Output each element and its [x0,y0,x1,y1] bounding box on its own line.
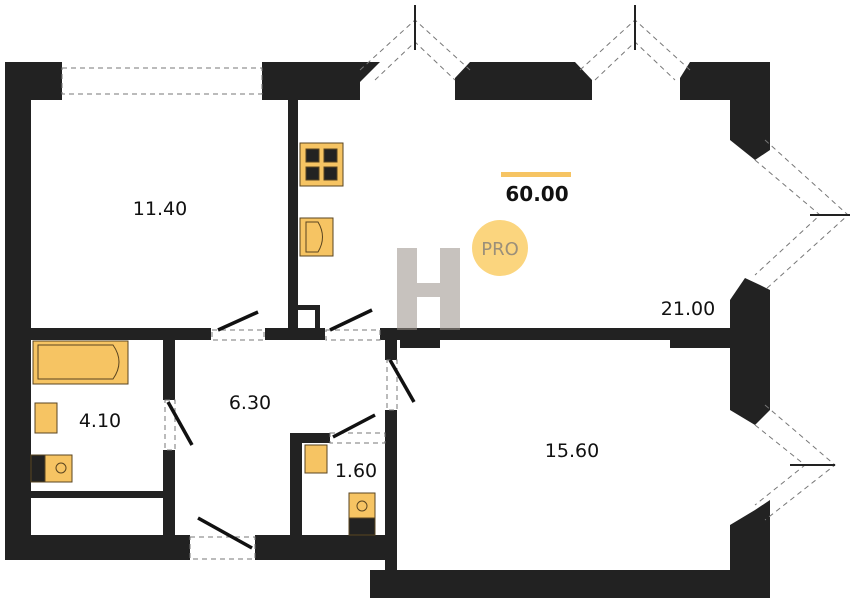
room-area-bedroom: 11.40 [133,198,187,220]
room-area-room: 15.60 [545,440,599,462]
room-area-toilet: 1.60 [335,460,377,482]
room-area-hallway: 6.30 [229,392,271,414]
walls [5,62,770,598]
fixtures [30,142,376,536]
total-area-bar [501,172,571,177]
bath-toilet-icon [30,454,73,483]
wc-toilet-icon [348,492,376,536]
pro-badge-text: PRO [481,239,519,260]
stove-icon [299,142,344,187]
wc-sink-icon [304,444,328,474]
bathtub-icon [32,340,129,385]
room-area-kitchen: 21.00 [661,298,715,320]
watermark-logo [397,248,460,330]
room-area-bathroom: 4.10 [79,410,121,432]
kitchen-sink-icon [299,217,334,257]
pro-badge: PRO [472,220,528,276]
total-area: 60.00 [505,182,568,206]
doors [166,308,416,550]
bath-sink-icon [34,402,58,434]
window-frames [414,5,850,466]
